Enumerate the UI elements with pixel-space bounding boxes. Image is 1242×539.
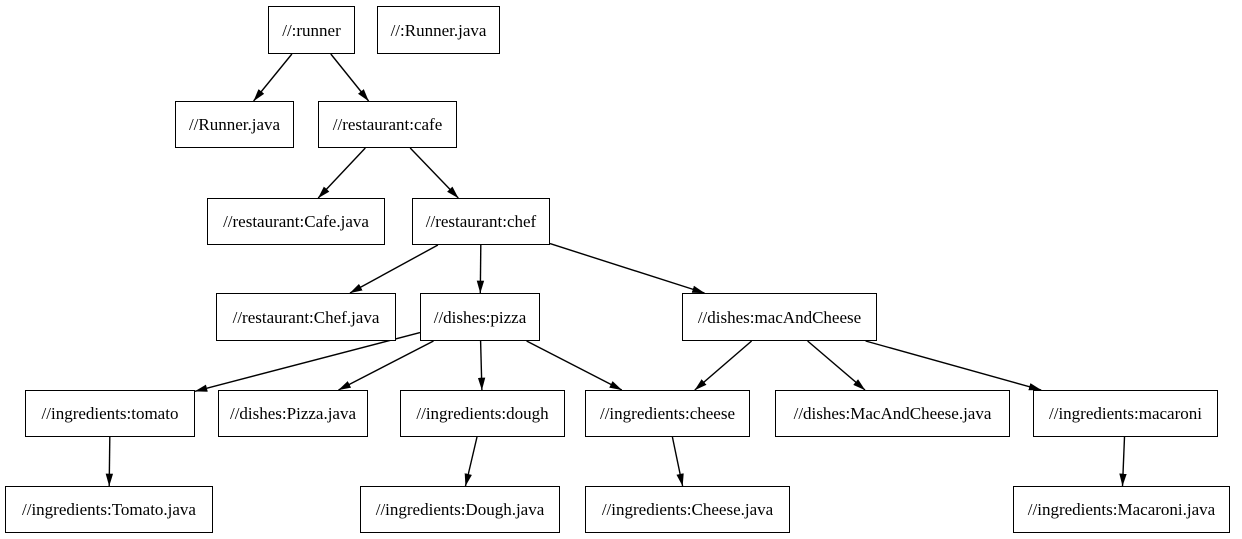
- node-dough-java: //ingredients:Dough.java: [360, 486, 560, 533]
- dependency-edge-cafe-to-chef: [409, 147, 459, 199]
- node-mac-and-cheese-java: //dishes:MacAndCheese.java: [775, 390, 1010, 437]
- dependency-edge-runner-to-runner-java: [253, 53, 293, 102]
- dependency-edge-mac-and-cheese-to-cheese: [694, 340, 753, 391]
- node-macaroni: //ingredients:macaroni: [1033, 390, 1218, 437]
- node-cheese: //ingredients:cheese: [585, 390, 750, 437]
- dependency-edge-runner-to-cafe: [330, 53, 370, 102]
- node-dough: //ingredients:dough: [400, 390, 565, 437]
- node-chef-java: //restaurant:Chef.java: [216, 293, 396, 341]
- dependency-edge-mac-and-cheese-to-macaroni: [865, 340, 1042, 391]
- node-runner-java-file: //:Runner.java: [377, 6, 500, 54]
- node-mac-and-cheese: //dishes:macAndCheese: [682, 293, 877, 341]
- dependency-edge-chef-to-mac-and-cheese: [549, 242, 705, 294]
- node-cheese-java: //ingredients:Cheese.java: [585, 486, 790, 533]
- dependency-edge-cafe-to-cafe-java: [317, 147, 366, 199]
- node-tomato-java: //ingredients:Tomato.java: [5, 486, 213, 533]
- node-runner: //:runner: [268, 6, 355, 54]
- dependency-edge-chef-to-chef-java: [349, 244, 439, 294]
- dependency-edge-pizza-to-pizza-java: [338, 340, 434, 391]
- dependency-edge-dough-to-dough-java: [464, 436, 478, 487]
- node-pizza-java: //dishes:Pizza.java: [218, 390, 368, 437]
- dependency-edge-tomato-to-tomato-java: [105, 436, 114, 487]
- node-chef: //restaurant:chef: [412, 198, 550, 245]
- dependency-edge-pizza-to-tomato: [194, 331, 421, 392]
- dependency-edge-mac-and-cheese-to-mac-and-cheese-java: [807, 340, 866, 391]
- node-cafe: //restaurant:cafe: [318, 101, 457, 148]
- node-macaroni-java: //ingredients:Macaroni.java: [1013, 486, 1230, 533]
- node-cafe-java: //restaurant:Cafe.java: [207, 198, 385, 245]
- node-runner-java: //Runner.java: [175, 101, 294, 148]
- node-tomato: //ingredients:tomato: [25, 390, 195, 437]
- dependency-edge-cheese-to-cheese-java: [671, 436, 684, 487]
- dependency-edge-chef-to-pizza: [476, 244, 485, 294]
- dependency-edge-macaroni-to-macaroni-java: [1119, 436, 1127, 487]
- dependency-edge-pizza-to-dough: [477, 340, 486, 391]
- dependency-edge-pizza-to-cheese: [526, 340, 623, 391]
- node-pizza: //dishes:pizza: [420, 293, 540, 341]
